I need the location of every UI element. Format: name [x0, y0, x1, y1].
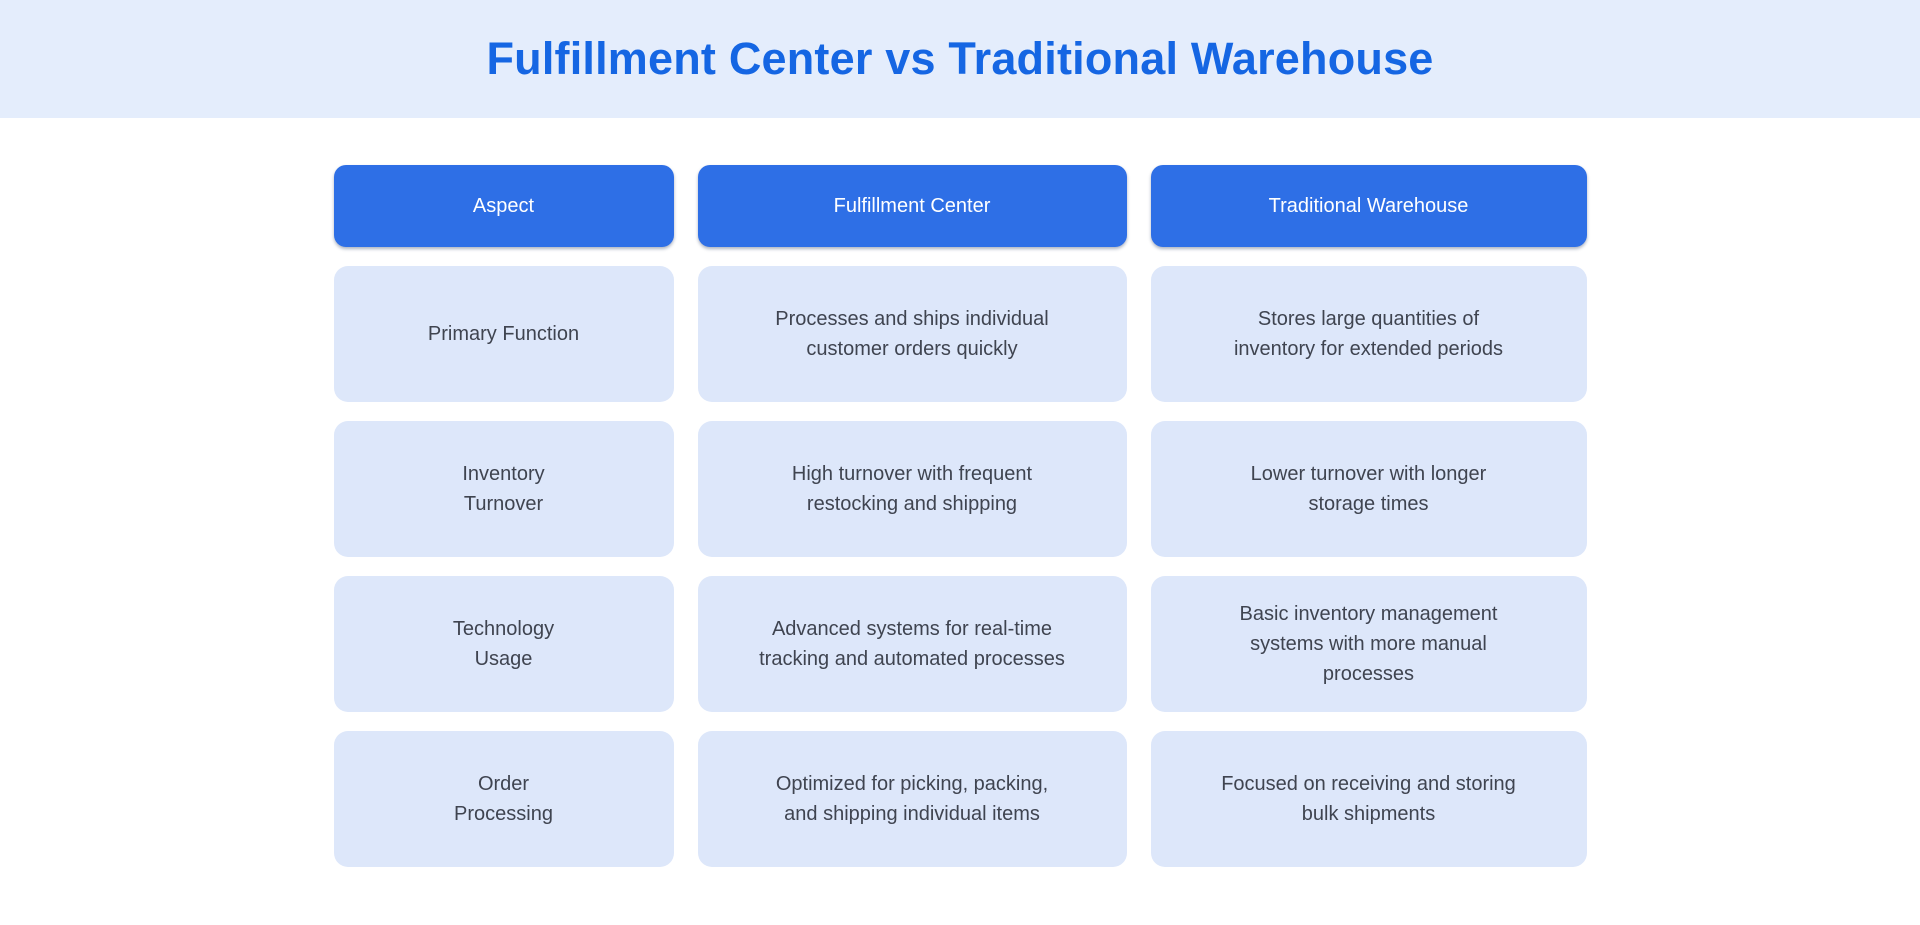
- comparison-table: Aspect Fulfillment Center Traditional Wa…: [333, 165, 1587, 867]
- cell-row4-aspect: Order Processing: [333, 731, 674, 867]
- column-header-aspect: Aspect: [333, 165, 674, 247]
- column-header-traditional-warehouse: Traditional Warehouse: [1150, 165, 1587, 247]
- comparison-grid: Aspect Fulfillment Center Traditional Wa…: [333, 165, 1587, 867]
- column-header-fulfillment-center: Fulfillment Center: [697, 165, 1127, 247]
- page-header: Fulfillment Center vs Traditional Wareho…: [0, 0, 1920, 118]
- page-title: Fulfillment Center vs Traditional Wareho…: [486, 33, 1434, 84]
- cell-row3-traditional: Basic inventory management systems with …: [1150, 576, 1587, 712]
- cell-row2-aspect: Inventory Turnover: [333, 421, 674, 557]
- cell-row4-traditional: Focused on receiving and storing bulk sh…: [1150, 731, 1587, 867]
- cell-row1-aspect: Primary Function: [333, 266, 674, 402]
- cell-row2-fulfillment: High turnover with frequent restocking a…: [697, 421, 1127, 557]
- cell-row1-traditional: Stores large quantities of inventory for…: [1150, 266, 1587, 402]
- cell-row3-aspect: Technology Usage: [333, 576, 674, 712]
- cell-row2-traditional: Lower turnover with longer storage times: [1150, 421, 1587, 557]
- cell-row4-fulfillment: Optimized for picking, packing, and ship…: [697, 731, 1127, 867]
- cell-row1-fulfillment: Processes and ships individual customer …: [697, 266, 1127, 402]
- cell-row3-fulfillment: Advanced systems for real-time tracking …: [697, 576, 1127, 712]
